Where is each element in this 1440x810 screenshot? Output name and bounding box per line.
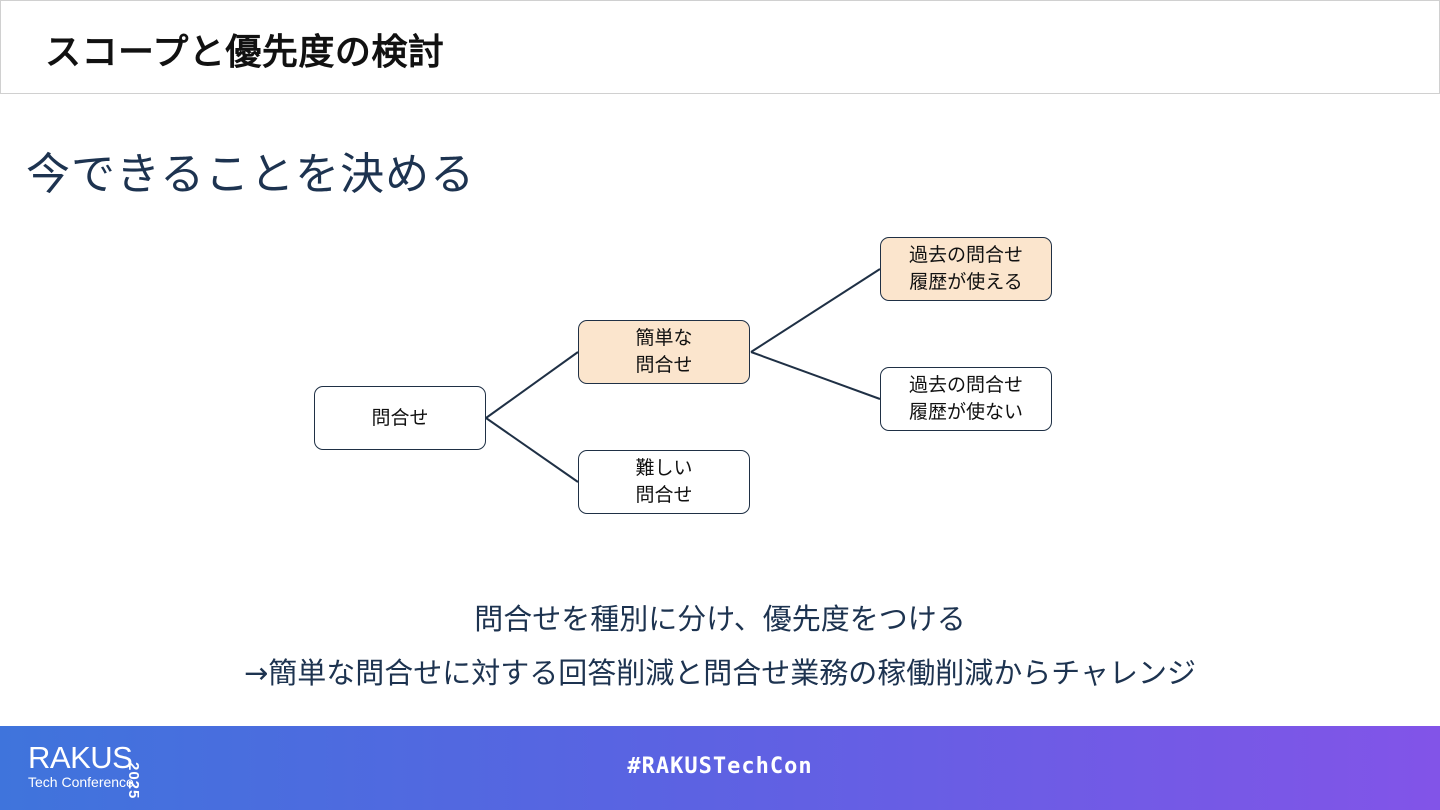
section-heading: 今できることを決める bbox=[26, 149, 476, 200]
connector-easy-history-yes bbox=[750, 268, 881, 353]
title-bar: スコープと優先度の検討 bbox=[0, 0, 1440, 94]
connector-easy-history-no bbox=[750, 351, 881, 400]
node-hard-inquiry-label-2: 問合せ bbox=[635, 484, 693, 506]
conclusion-line-1: 問合せを種別に分け、優先度をつける bbox=[474, 602, 966, 636]
footer-bar: RAKUS Tech Conference 2025 #RAKUSTechCon bbox=[0, 726, 1440, 810]
node-history-unusable-label-1: 過去の問合せ bbox=[908, 374, 1023, 396]
rakus-logo: RAKUS Tech Conference 2025 bbox=[28, 740, 142, 799]
node-hard-inquiry: 難しい 問合せ bbox=[578, 450, 750, 514]
node-easy-inquiry-label-2: 問合せ bbox=[635, 354, 693, 376]
node-hard-inquiry-label-1: 難しい bbox=[635, 457, 693, 479]
logo-main-text: RAKUS bbox=[28, 740, 133, 775]
node-inquiry-label: 問合せ bbox=[371, 406, 429, 429]
node-easy-inquiry-label-1: 簡単な bbox=[635, 327, 693, 349]
slide-title: スコープと優先度の検討 bbox=[45, 32, 445, 73]
conclusion-line-2: →簡単な問合せに対する回答削減と問合せ業務の稼働削減からチャレンジ bbox=[243, 656, 1196, 690]
node-inquiry: 問合せ bbox=[314, 386, 486, 450]
node-easy-inquiry: 簡単な 問合せ bbox=[578, 320, 750, 384]
logo-sub-text: Tech Conference bbox=[28, 774, 134, 790]
node-history-usable-label-1: 過去の問合せ bbox=[908, 244, 1023, 266]
node-history-usable: 過去の問合せ 履歴が使える bbox=[880, 237, 1052, 301]
connector-root-easy bbox=[485, 351, 579, 419]
hashtag: #RAKUSTechCon bbox=[627, 754, 813, 779]
node-history-unusable-label-2: 履歴が使ない bbox=[908, 401, 1023, 423]
node-history-unusable: 過去の問合せ 履歴が使ない bbox=[880, 367, 1052, 431]
connector-root-hard bbox=[485, 417, 579, 483]
node-history-usable-label-2: 履歴が使える bbox=[909, 271, 1023, 293]
